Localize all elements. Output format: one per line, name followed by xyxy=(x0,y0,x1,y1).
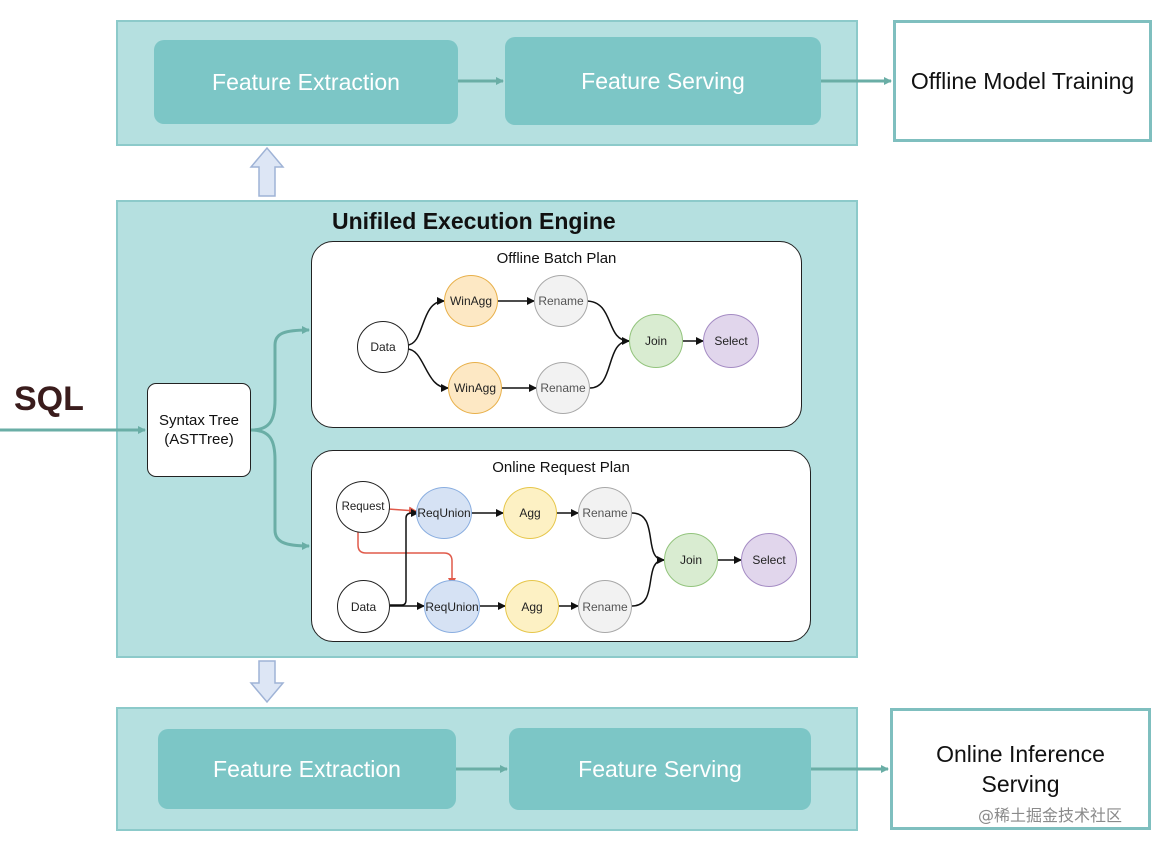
sql-label: SQL xyxy=(14,380,84,418)
online-edge-request-requnion-bottom xyxy=(357,532,456,586)
top-feature-extraction-box: Feature Extraction xyxy=(154,40,458,124)
online-node-rename-bottom: Rename xyxy=(578,580,632,633)
offline-node-select: Select xyxy=(703,314,759,368)
top-feature-serving-label: Feature Serving xyxy=(581,67,745,94)
offline-node-winagg-bottom: WinAgg xyxy=(448,362,502,414)
offline-batch-plan-title: Offline Batch Plan xyxy=(496,250,617,267)
engine-to-online-pipeline-arrow xyxy=(249,660,285,704)
watermark: @稀土掘金技术社区 xyxy=(978,806,1123,825)
syntax-tree-line2: (ASTTree) xyxy=(164,431,234,448)
online-node-requnion-bottom: ReqUnion xyxy=(424,580,480,633)
bottom-feature-serving-box: Feature Serving xyxy=(509,728,811,810)
online-request-plan-title: Online Request Plan xyxy=(492,459,630,476)
online-edge-rename-top-join xyxy=(631,512,665,564)
online-node-select: Select xyxy=(741,533,797,587)
online-inference-serving-box: Online Inference Serving xyxy=(890,708,1151,830)
bottom-feature-extraction-box: Feature Extraction xyxy=(158,729,456,809)
syntax-tree-line1: Syntax Tree xyxy=(158,412,240,429)
online-inference-line1: Online Inference xyxy=(936,741,1105,767)
engine-title: Unifiled Execution Engine xyxy=(332,208,616,234)
online-node-join: Join xyxy=(664,533,718,587)
offline-model-training-label: Offline Model Training xyxy=(910,68,1135,94)
online-node-requnion-top: ReqUnion xyxy=(416,487,472,539)
online-node-agg-top: Agg xyxy=(503,487,557,539)
offline-model-training-box: Offline Model Training xyxy=(893,20,1152,142)
offline-edge-rename-top-join xyxy=(585,300,630,345)
offline-node-data: Data xyxy=(357,321,409,373)
online-edge-data-requnion-top xyxy=(390,509,419,606)
ast-to-online-plan-arrow xyxy=(250,428,310,550)
online-edge-request-requnion-top xyxy=(387,506,417,515)
online-node-rename-top: Rename xyxy=(578,487,632,539)
bottom-feature-serving-label: Feature Serving xyxy=(578,755,742,782)
online-edge-rename-bottom-join xyxy=(631,559,665,607)
offline-node-rename-top: Rename xyxy=(534,275,588,327)
online-inference-line2: Serving xyxy=(981,771,1060,797)
offline-node-join: Join xyxy=(629,314,683,368)
offline-edge-rename-bottom-join xyxy=(589,340,630,389)
ast-to-offline-plan-arrow xyxy=(250,326,310,432)
top-feature-extraction-label: Feature Extraction xyxy=(212,68,400,95)
top-feature-serving-box: Feature Serving xyxy=(505,37,821,125)
offline-node-winagg-top: WinAgg xyxy=(444,275,498,327)
syntax-tree-box: Syntax Tree (ASTTree) xyxy=(147,383,251,477)
offline-edge-data-winagg-top xyxy=(406,297,445,346)
online-node-agg-bottom: Agg xyxy=(505,580,559,633)
offline-node-rename-bottom: Rename xyxy=(536,362,590,414)
offline-edge-data-winagg-bottom xyxy=(406,348,449,392)
online-node-data: Data xyxy=(337,580,390,633)
online-node-request: Request xyxy=(336,481,390,533)
bottom-feature-extraction-label: Feature Extraction xyxy=(213,755,401,782)
online-request-plan: Online Request Plan xyxy=(311,450,811,642)
engine-to-offline-pipeline-arrow xyxy=(249,146,285,197)
